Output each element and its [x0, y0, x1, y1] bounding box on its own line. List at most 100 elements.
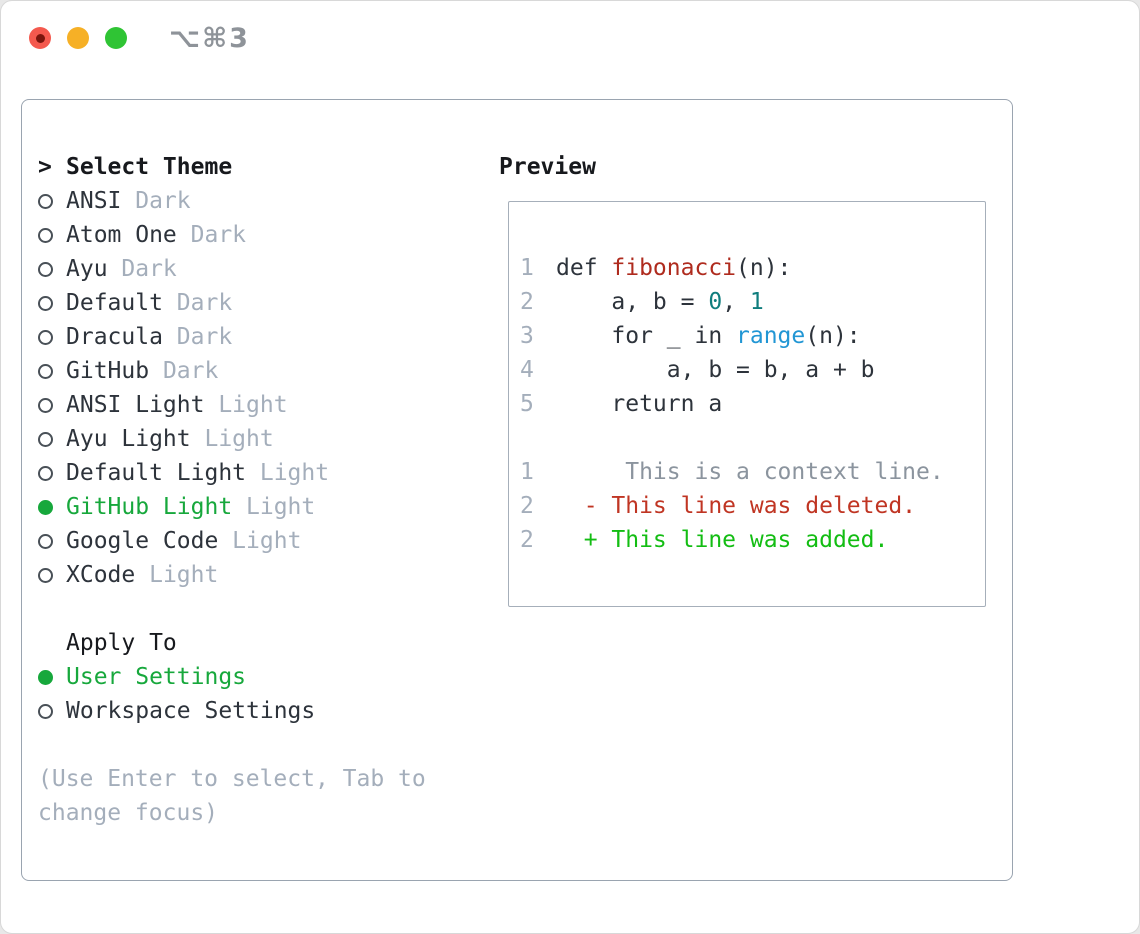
apply-to-header-row: Apply To: [38, 626, 483, 660]
code-line: 4 a, b = b, a + b: [520, 353, 979, 387]
radio-icon[interactable]: [38, 295, 53, 311]
theme-option-label: GitHub Light: [66, 494, 233, 520]
apply-option-label: User Settings: [66, 664, 247, 690]
code-line: 3 for _ in range(n):: [520, 319, 979, 353]
code-line: 2 a, b = 0, 1: [520, 285, 979, 319]
focus-cursor-icon: >: [38, 154, 52, 180]
theme-option-atom-one[interactable]: Atom One Dark: [38, 218, 483, 252]
apply-option-label: Workspace Settings: [66, 698, 316, 724]
theme-option-ayu-light[interactable]: Ayu Light Light: [38, 422, 483, 456]
preview-header: Preview: [499, 154, 596, 180]
line-number: 4: [520, 357, 534, 383]
diff-line-context: 1 This is a context line.: [520, 455, 979, 489]
theme-variant-tag: Dark: [176, 222, 247, 248]
theme-variant-tag: Dark: [121, 188, 191, 214]
radio-icon[interactable]: [38, 363, 53, 379]
spacer: [38, 592, 483, 626]
apply-option-workspace-settings[interactable]: Workspace Settings: [38, 694, 483, 728]
theme-option-github[interactable]: GitHub Dark: [38, 354, 483, 388]
theme-variant-tag: Dark: [149, 358, 219, 384]
theme-option-dracula[interactable]: Dracula Dark: [38, 320, 483, 354]
code-line: 5 return a: [520, 387, 979, 421]
line-number: 1: [520, 255, 534, 281]
radio-icon[interactable]: [38, 329, 53, 345]
close-button[interactable]: [29, 27, 51, 49]
radio-icon[interactable]: [38, 465, 53, 481]
theme-option-label: Default Light: [66, 460, 247, 486]
theme-option-label: Ayu Light: [66, 426, 191, 452]
diff-text-added: + This line was added.: [556, 527, 889, 553]
spacer: [38, 728, 483, 762]
theme-option-label: Default: [66, 290, 163, 316]
blank-line: [520, 421, 979, 455]
code-token-plain: a, b =: [556, 289, 709, 315]
radio-icon[interactable]: [38, 261, 53, 277]
theme-option-github-light[interactable]: GitHub Light Light: [38, 490, 483, 524]
radio-icon[interactable]: [38, 533, 53, 549]
code-token-plain: (n):: [805, 323, 861, 349]
theme-variant-tag: Light: [246, 460, 330, 486]
code-token-number: 1: [749, 289, 764, 315]
radio-icon[interactable]: [38, 567, 53, 583]
code-line: 1 def fibonacci(n):: [520, 251, 979, 285]
window-title: ⌥⌘3: [169, 23, 250, 54]
line-number: 5: [520, 391, 534, 417]
theme-option-ayu[interactable]: Ayu Dark: [38, 252, 483, 286]
minimize-button[interactable]: [67, 27, 89, 49]
radio-icon[interactable]: [38, 703, 53, 719]
theme-variant-tag: Dark: [162, 324, 233, 350]
diff-text-context: This is a context line.: [556, 459, 944, 485]
unsaved-dot-icon: [35, 33, 45, 43]
radio-selected-icon[interactable]: [38, 499, 53, 515]
theme-option-default-light[interactable]: Default Light Light: [38, 456, 483, 490]
theme-variant-tag: Dark: [107, 256, 177, 282]
theme-option-label: ANSI Light: [66, 392, 205, 418]
line-number: 2: [520, 493, 534, 519]
line-number: 3: [520, 323, 534, 349]
line-number: 1: [520, 459, 534, 485]
theme-option-xcode[interactable]: XCode Light: [38, 558, 483, 592]
code-token-builtin: range: [736, 323, 806, 349]
titlebar: ⌥⌘3: [1, 1, 1139, 75]
zoom-button[interactable]: [105, 27, 127, 49]
line-number: 2: [520, 289, 534, 315]
theme-option-label: XCode: [66, 562, 136, 588]
radio-icon[interactable]: [38, 431, 53, 447]
apply-option-user-settings[interactable]: User Settings: [38, 660, 483, 694]
theme-option-label: Ayu: [66, 256, 108, 282]
code-token-function: fibonacci: [611, 255, 737, 281]
theme-option-ansi[interactable]: ANSI Dark: [38, 184, 483, 218]
select-theme-header-row: > Select Theme: [38, 150, 483, 184]
code-token-number: 0: [708, 289, 723, 315]
radio-icon[interactable]: [38, 227, 53, 243]
theme-option-ansi-light[interactable]: ANSI Light Light: [38, 388, 483, 422]
code-token-plain: (n):: [736, 255, 792, 281]
radio-selected-icon[interactable]: [38, 669, 53, 685]
code-token-plain: a, b = b, a + b: [556, 357, 875, 383]
theme-option-label: Google Code: [66, 528, 219, 554]
radio-icon[interactable]: [38, 193, 53, 209]
theme-option-label: Atom One: [66, 222, 177, 248]
code-token-plain: def: [556, 255, 612, 281]
theme-option-label: GitHub: [66, 358, 150, 384]
theme-variant-tag: Light: [218, 528, 302, 554]
theme-variant-tag: Light: [232, 494, 316, 520]
diff-line-added: 2 + This line was added.: [520, 523, 979, 557]
theme-option-default[interactable]: Default Dark: [38, 286, 483, 320]
code-token-plain: for _ in: [556, 323, 737, 349]
theme-variant-tag: Light: [135, 562, 219, 588]
select-theme-header: Select Theme: [66, 154, 233, 180]
apply-to-header: Apply To: [66, 630, 177, 656]
code-token-plain: return a: [556, 391, 723, 417]
theme-variant-tag: Light: [190, 426, 274, 452]
radio-icon[interactable]: [38, 397, 53, 413]
theme-option-label: ANSI: [66, 188, 122, 214]
theme-option-google-code[interactable]: Google Code Light: [38, 524, 483, 558]
